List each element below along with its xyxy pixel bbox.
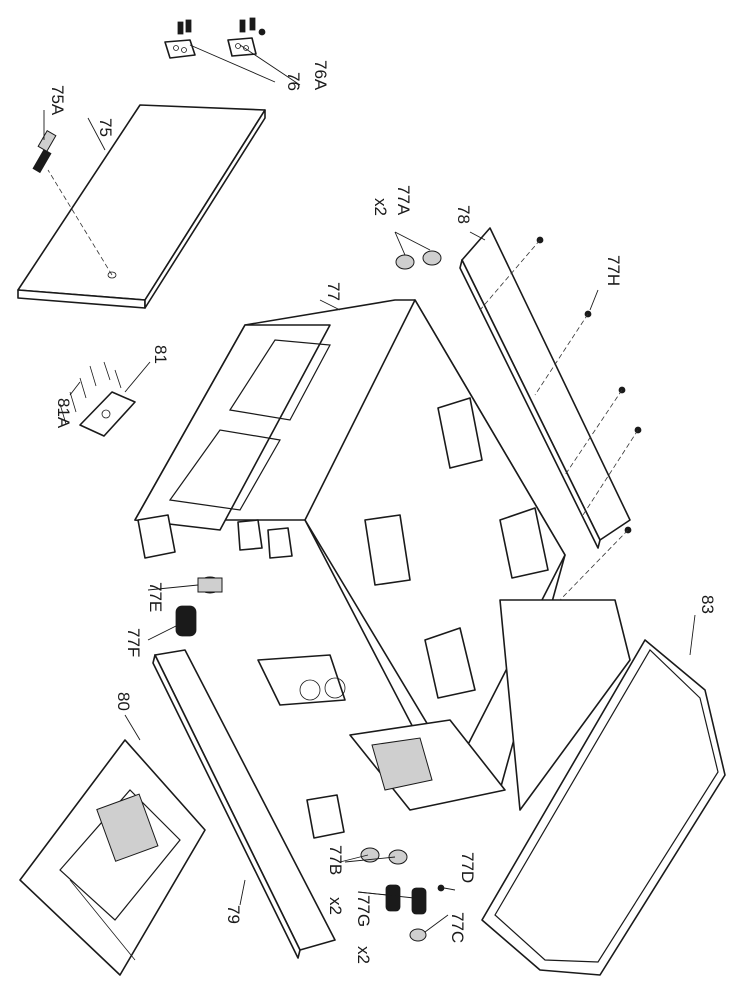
part-77b-caps xyxy=(360,847,408,865)
label-77g: 77G xyxy=(354,895,373,927)
part-labels: 75 75A 76 76A 77 77A x2 78 77H 81 81A 77… xyxy=(48,60,717,964)
label-78: 78 xyxy=(454,205,473,224)
label-77b: 77B xyxy=(326,845,345,875)
label-76a: 76A xyxy=(311,60,330,91)
part-75a-handle xyxy=(32,130,57,174)
label-81a: 81A xyxy=(54,398,73,429)
part-77f-hose xyxy=(175,605,197,637)
label-79: 79 xyxy=(224,905,243,924)
part-77c-nut xyxy=(409,928,427,942)
part-77a-plugs xyxy=(395,250,442,270)
label-80: 80 xyxy=(114,692,133,711)
part-77g-springs xyxy=(385,884,427,915)
part-75-top-panel xyxy=(17,104,266,309)
label-75: 75 xyxy=(96,118,115,137)
label-77: 77 xyxy=(324,282,343,301)
part-77h-screws xyxy=(479,236,642,601)
label-83: 83 xyxy=(698,595,717,614)
label-77e: 77E xyxy=(146,582,165,612)
label-76: 76 xyxy=(284,72,303,91)
label-77g-qty: x2 xyxy=(354,946,373,964)
label-77a: 77A xyxy=(394,185,413,216)
part-77e-fitting xyxy=(197,576,223,594)
leader-lines xyxy=(43,44,696,933)
part-77-cabinet xyxy=(134,299,631,839)
label-75a: 75A xyxy=(48,85,67,116)
label-77c: 77C xyxy=(448,912,467,943)
label-77h: 77H xyxy=(604,255,623,286)
part-83-base-panel xyxy=(481,639,726,976)
part-77d-ball xyxy=(437,884,445,892)
label-77d: 77D xyxy=(458,852,477,883)
part-80-tray xyxy=(19,739,206,976)
label-77f: 77F xyxy=(124,628,143,657)
part-79-panel xyxy=(152,649,336,959)
part-81-plate xyxy=(59,361,136,437)
label-77a-qty: x2 xyxy=(371,198,390,216)
label-77b-qty: x2 xyxy=(326,897,345,915)
part-78-side-panel xyxy=(459,227,631,549)
label-81: 81 xyxy=(151,345,170,364)
